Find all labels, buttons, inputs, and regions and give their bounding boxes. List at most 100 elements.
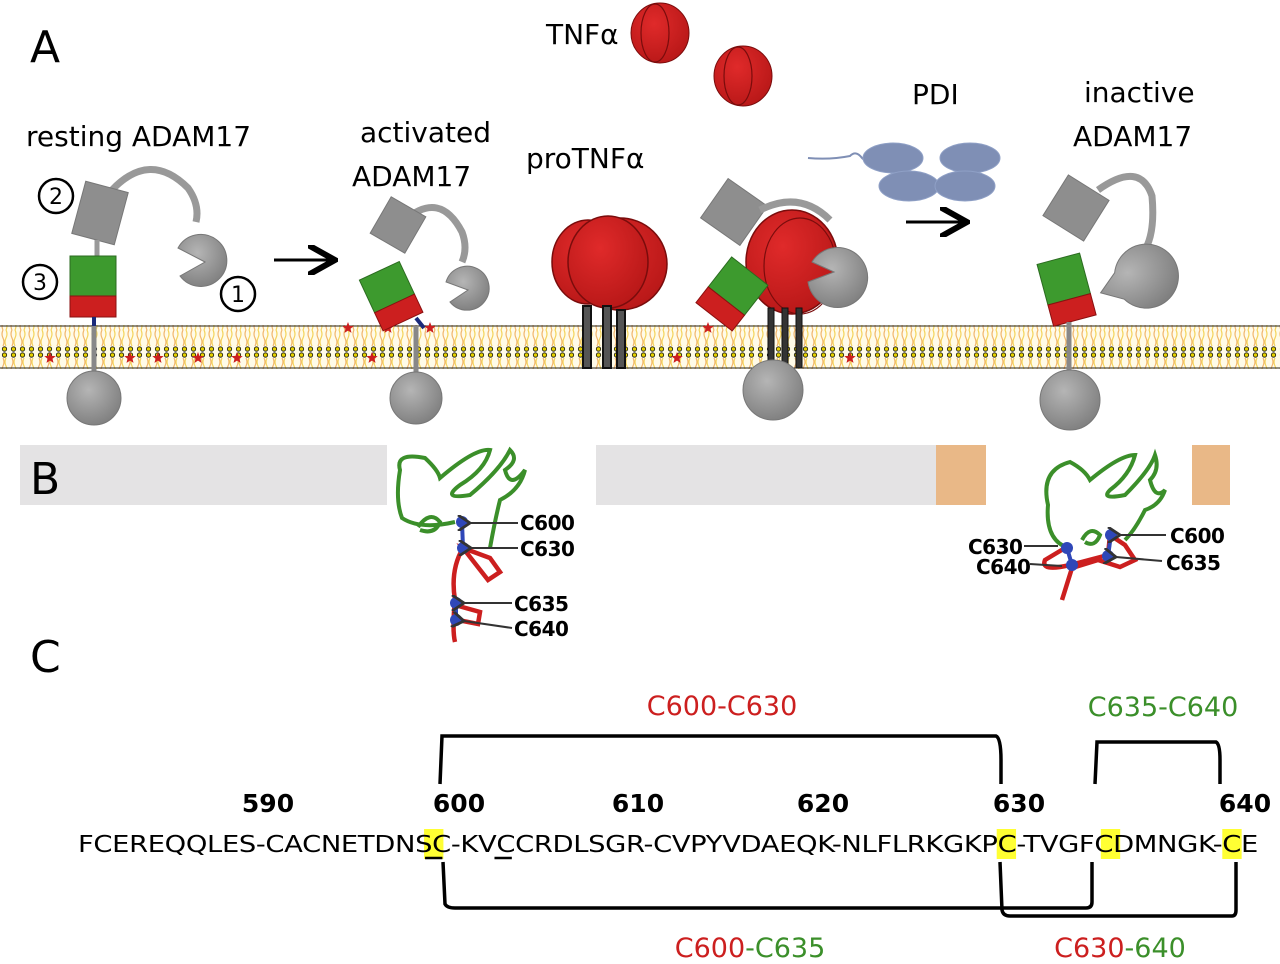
disintegrin-domain [1042, 174, 1110, 242]
cys-linker [414, 316, 426, 330]
pdi-domain [878, 170, 940, 202]
cysteine-highlight [424, 829, 444, 859]
label-tnfa: TNFα [545, 18, 619, 51]
activated-structure: C600 C630 C635 C640 [395, 446, 575, 643]
pointer-arrow [464, 621, 513, 629]
cytoplasmic-domain [1039, 369, 1101, 431]
cytoplasmic-domain [389, 371, 443, 425]
red-domain [373, 293, 424, 332]
label-c635: C635 [514, 592, 568, 616]
lipid-star [424, 322, 436, 333]
svg-text:1: 1 [231, 283, 245, 308]
pointer-arrow [1029, 563, 1063, 567]
highlighted-cysteine: C [432, 830, 451, 858]
label-c640: C640 [976, 555, 1030, 579]
bond-label-c600-c635: C600-C635 [675, 933, 826, 964]
inactive-structure: C630 C640 C600 C635 [968, 448, 1225, 601]
lipid-star [342, 322, 354, 333]
lipid-star [844, 352, 856, 363]
red-domain [695, 286, 746, 332]
trimer-lobe [567, 215, 649, 309]
disintegrin-domain [699, 177, 769, 247]
disintegrin-domain [71, 180, 129, 246]
tm-helix [767, 307, 775, 369]
pdi-domain [934, 170, 996, 202]
panel-c-letter: C [30, 632, 61, 683]
green-backbone [1044, 448, 1167, 550]
sequence-segment: E [1241, 830, 1258, 858]
tm-helix [602, 305, 612, 369]
catalytic-domain-pacman [177, 233, 228, 287]
red-domain [1047, 293, 1097, 327]
cysteine-c630 [1061, 542, 1073, 554]
cysteine-c635 [450, 597, 462, 609]
pdi-protein [807, 142, 1001, 202]
sequence-segment: DMNGK- [1113, 830, 1222, 858]
domain-number-1: 1 [219, 275, 257, 313]
activated-adam17 [358, 196, 490, 425]
bond-label-c600-c630: C600-C630 [647, 691, 798, 722]
label-protnfa: proTNFα [526, 142, 644, 175]
sequence-segment: C [496, 830, 515, 858]
position-number: 610 [612, 789, 664, 818]
lipid-star [192, 352, 204, 363]
svg-text:3: 3 [33, 271, 47, 296]
linker-arc [402, 204, 469, 264]
bond-bracket-c635-c640 [1093, 740, 1222, 785]
lipid-star [366, 352, 378, 363]
inactive-adam17 [1036, 172, 1179, 431]
lipid-star [702, 322, 714, 333]
cysteine-highlight [1222, 829, 1242, 859]
cysteine-c600 [1105, 529, 1117, 541]
cysteine-c640 [1066, 559, 1078, 571]
catalytic-domain-pacman [807, 247, 869, 308]
panel-b-orange-block [936, 445, 986, 505]
panel-b-bar-middle [596, 445, 936, 505]
label-c640: C640 [514, 617, 568, 641]
domain-number-3: 3 [21, 263, 59, 301]
resting-adam17 [66, 166, 228, 426]
cysteine-highlight [996, 829, 1017, 859]
lipid-star [152, 352, 164, 363]
linker-arc [109, 166, 201, 223]
cell-membrane [0, 325, 1280, 369]
label-inactive-line1: inactive [1084, 76, 1195, 109]
highlighted-cysteine: C [1222, 830, 1241, 858]
catalytic-domain-pacman [445, 265, 490, 311]
panel-a-letter: A [30, 22, 60, 73]
lipid-star [671, 352, 683, 363]
pdi-domain [939, 142, 1001, 174]
protnfa-trimer [551, 215, 668, 369]
red-domain [69, 295, 117, 318]
bond-bracket-c600-c630 [438, 734, 1003, 785]
sequence-segment: -TVGF [1016, 830, 1094, 858]
cysteine-c635 [1102, 550, 1114, 562]
bond-label-c630-c640: C630-640 [1054, 933, 1186, 964]
label-resting-adam17: resting ADAM17 [26, 120, 251, 153]
position-number: 590 [242, 789, 294, 818]
lipid-star [124, 352, 136, 363]
sequence-segment: CRDLSGR-CVPYVDAEQK-NLFLRKGKP [515, 830, 998, 858]
highlighted-cysteine: C [998, 830, 1017, 858]
label-activated-line1: activated [360, 116, 491, 149]
label-inactive-line2: ADAM17 [1073, 120, 1192, 153]
pdi-domain [862, 142, 924, 174]
adam17-protnfa-complex [695, 177, 869, 421]
position-number: 640 [1219, 789, 1271, 818]
linker-arc [758, 198, 833, 223]
tm-helix [781, 307, 789, 369]
bond-bracket-c600-c635 [441, 861, 1094, 910]
position-number: 630 [993, 789, 1045, 818]
bond-bracket-c630-c640 [998, 861, 1238, 918]
green-backbone [395, 446, 527, 549]
cytoplasmic-domain [742, 359, 804, 421]
catalytic-domain-pacman [1099, 243, 1179, 309]
domain-number-2: 2 [37, 177, 75, 215]
label-c630: C630 [520, 537, 574, 561]
red-backbone [451, 546, 465, 643]
label-activated-line2: ADAM17 [352, 160, 471, 193]
svg-text:2: 2 [49, 185, 63, 210]
